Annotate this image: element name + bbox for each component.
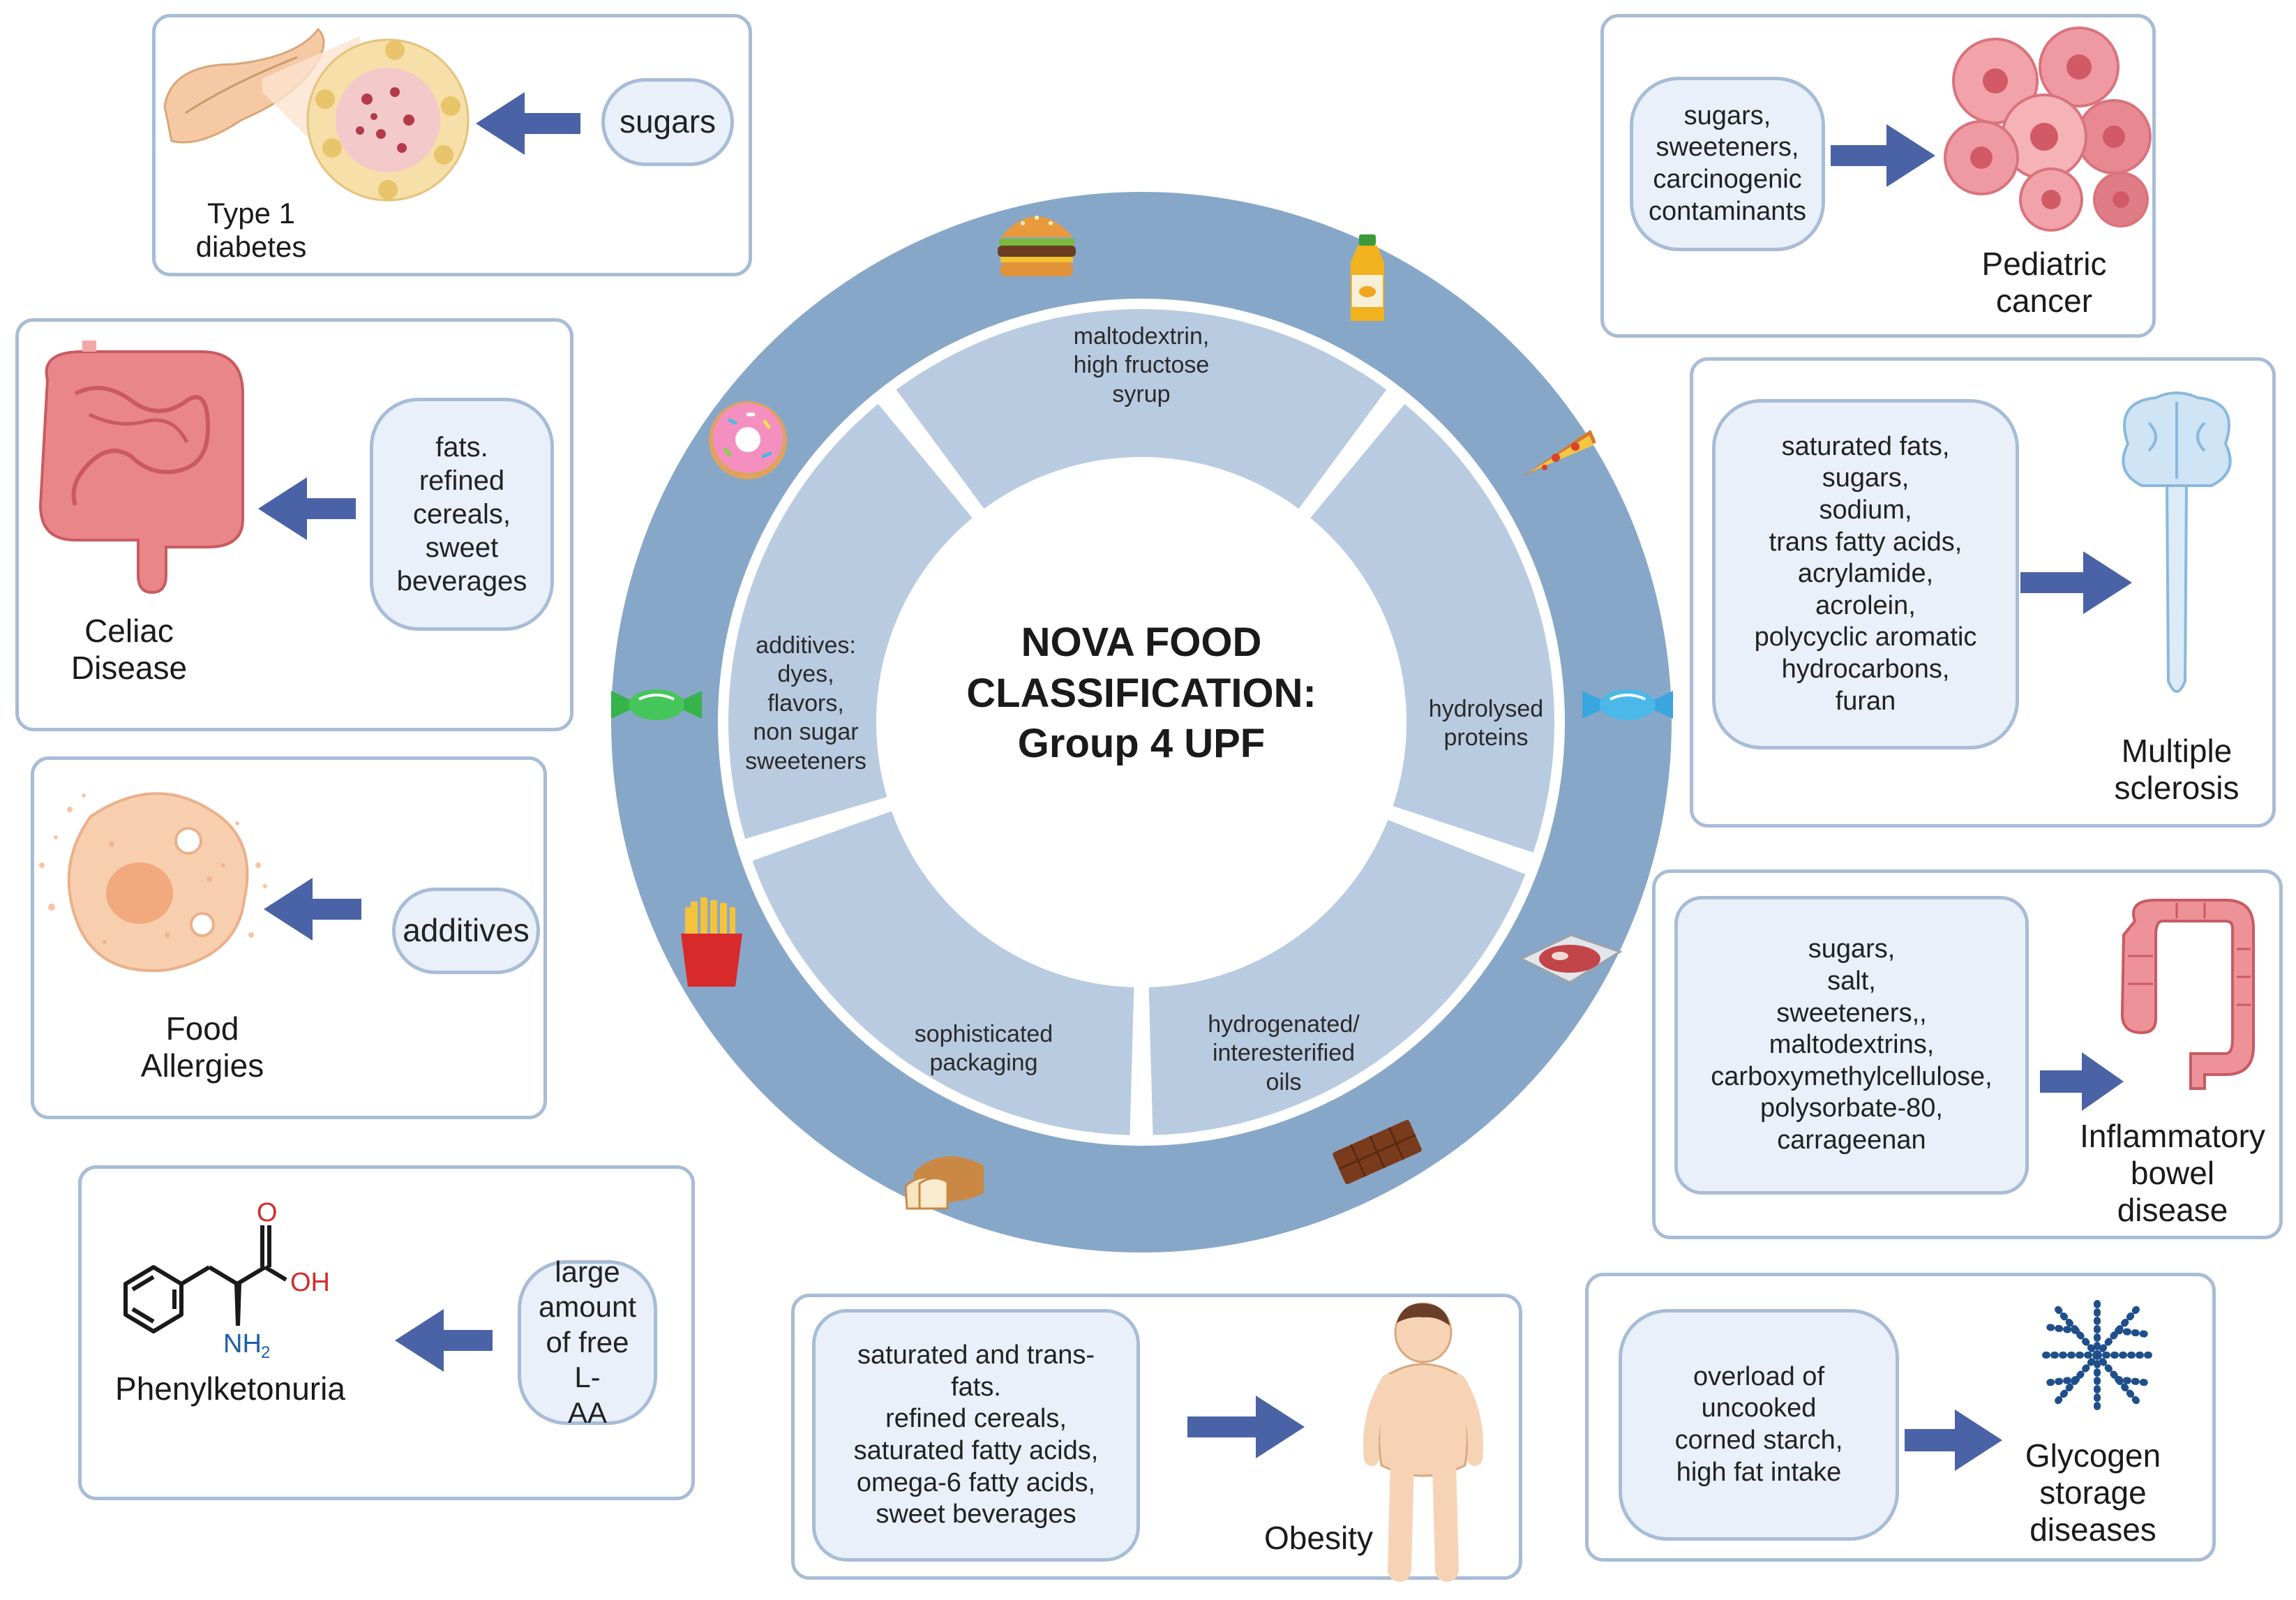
cause-pill-multiple-sclerosis: saturated fats, sugars, sodium, trans fa…: [1712, 399, 2019, 749]
raw-meat-icon: [1518, 934, 1623, 984]
cause-pill-food-allergies: additives: [392, 888, 540, 974]
child-figure-icon: [1363, 1302, 1483, 1582]
intestine-icon: [38, 341, 244, 595]
celiac-disease-label: Celiac Disease: [70, 613, 188, 686]
pizza-icon: [1524, 430, 1596, 476]
mast-cell-icon: [39, 792, 276, 973]
chocolate-bar-icon: [1333, 1120, 1422, 1184]
arrow-right-obesity: [1187, 1396, 1305, 1458]
pediatric-cancer-label: Pediatric cancer: [1981, 246, 2107, 319]
cause-pill-phenylketonuria: large amount of free L- AA: [518, 1255, 657, 1429]
glycogen-label: Glycogen storage diseases: [2025, 1437, 2161, 1548]
segment-hydrolysed-proteins: [1310, 403, 1554, 853]
segment-packaging: [752, 811, 1134, 1135]
arrow-right-ibd: [2040, 1052, 2124, 1111]
cause-pill-glycogen: overload of uncooked corned starch, high…: [1619, 1309, 1899, 1541]
colon-icon: [2120, 899, 2255, 1090]
ibd-label: Inflammatory bowel disease: [2080, 1118, 2265, 1228]
burger-icon: [998, 216, 1076, 276]
multiple-sclerosis-label: Multiple sclerosis: [2114, 733, 2239, 806]
molecule-amine-subscript: 2: [261, 1343, 270, 1362]
type1-diabetes-label: Type 1 diabetes: [195, 197, 307, 264]
cause-pill-pediatric-cancer: sugars, sweeteners, carcinogenic contami…: [1630, 77, 1825, 251]
phenylalanine-molecule-icon: O OH NH 2: [123, 1198, 330, 1362]
pancreas-icon: [163, 27, 470, 202]
arrow-left-celiac: [258, 477, 356, 540]
arrow-right-ms: [2020, 551, 2132, 614]
segment-additives: [728, 403, 973, 839]
center-title: NOVA FOOD CLASSIFICATION: Group 4 UPF: [966, 620, 1316, 766]
cause-pill-obesity: saturated and trans- fats. refined cerea…: [812, 1309, 1140, 1562]
donut-icon: [709, 401, 787, 479]
juice-bottle-icon: [1351, 234, 1384, 321]
molecule-hydroxyl: OH: [290, 1268, 330, 1297]
french-fries-icon: [681, 897, 742, 987]
segment-label-oils: hydrogenated/ interesterified oils: [1208, 1011, 1360, 1096]
arrow-right-glycogen: [1905, 1410, 2002, 1471]
segment-oils: [1148, 819, 1526, 1135]
segment-label-packaging: sophisticated packaging: [914, 1021, 1053, 1077]
molecule-amine: NH: [223, 1329, 262, 1359]
cause-pill-ibd: sugars, salt, sweeteners,, maltodextrins…: [1674, 896, 2029, 1195]
segment-label-maltodextrin: maltodextrin, high fructose syrup: [1073, 323, 1210, 408]
food-allergies-label: Food Allergies: [140, 1010, 264, 1084]
cause-pill-type1-diabetes: sugars: [601, 78, 734, 166]
arrow-left-type1: [476, 92, 580, 155]
candy-icon: [1582, 689, 1673, 720]
arrow-right-pediatric: [1831, 124, 1935, 187]
segment-maltodextrin: [896, 309, 1387, 509]
arrow-left-allergies: [264, 878, 361, 941]
bread-icon: [904, 1156, 984, 1210]
wrapped-candy-icon: [611, 689, 702, 720]
obesity-label: Obesity: [1264, 1520, 1373, 1556]
center-disk: [876, 457, 1406, 987]
brain-spinal-cord-icon: [2122, 391, 2232, 693]
phenylketonuria-label: Phenylketonuria: [115, 1370, 345, 1407]
cancer-cells-icon: [1944, 27, 2152, 232]
molecule-oxygen: O: [257, 1198, 278, 1227]
cause-pill-celiac-disease: fats. refined cereals, sweet beverages: [370, 398, 554, 631]
glycogen-icon: [2038, 1296, 2156, 1414]
arrow-left-pku: [395, 1309, 493, 1372]
segment-label-additives: additives: dyes, flavors, non sugar swee…: [745, 632, 866, 775]
segment-label-hydrolysed-proteins: hydrolysed proteins: [1428, 696, 1544, 752]
